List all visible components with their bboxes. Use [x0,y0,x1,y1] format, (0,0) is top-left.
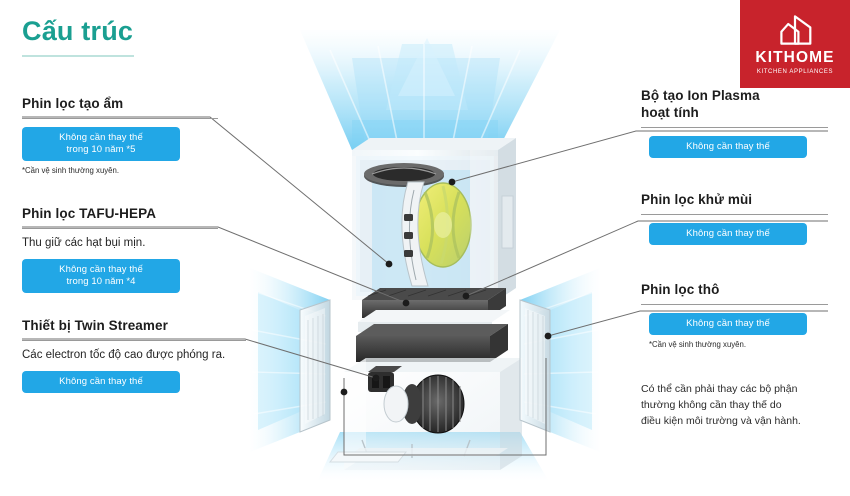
purifier-upper-housing [352,138,516,300]
tafu-hepa-filter [356,324,508,362]
callout-heading: Phin lọc tạo ẩm [22,96,124,111]
callout-coarse-filter: Phin lọc thô Không cần thay thế *Cần vệ … [641,282,828,349]
replacement-badge[interactable]: Không cần thay thế [649,135,807,158]
heading-underline [22,227,218,229]
house-icon [780,15,812,45]
callout-tafu-hepa-filter: Phin lọc TAFU-HEPA Thu giữ các hạt bụi m… [22,206,218,293]
replacement-badge[interactable]: Không cần thay thế trong 10 năm *5 [22,126,180,161]
heading-underline [641,213,828,215]
callout-note: *Cần vệ sinh thường xuyên. [649,339,747,349]
callout-description: Thu giữ các hạt bụi mịn. [22,236,146,249]
callout-heading: Phin lọc thô [641,282,720,297]
replacement-badge[interactable]: Không cần thay thế [22,370,180,393]
callout-deodorizing-filter: Phin lọc khử mùi Không cần thay thế [641,192,828,245]
heading-underline [641,303,828,305]
purifier-lower-housing [328,358,522,470]
callout-humidifying-filter: Phin lọc tạo ẩm Không cần thay thế trong… [22,96,218,175]
filter-stack [356,288,510,362]
callout-twin-streamer: Thiết bị Twin Streamer Các electron tốc … [22,318,246,393]
brand-logo: KITHOME KITCHEN APPLIANCES [740,0,850,88]
blower-fan [383,374,465,434]
replacement-badge[interactable]: Không cần thay thế [649,222,807,245]
callout-note: *Cần vệ sinh thường xuyên. [22,165,120,175]
callout-heading: Phin lọc TAFU-HEPA [22,206,157,221]
replacement-badge[interactable]: Không cần thay thế trong 10 năm *4 [22,258,180,293]
humidifier-filter [414,182,472,268]
deodorizing-filter [362,288,506,318]
heading-underline [22,339,246,341]
callout-description: Các electron tốc độ cao được phóng ra. [22,348,226,361]
title-underline [22,55,134,57]
callout-heading: Phin lọc khử mùi [641,192,753,207]
airflow-up [300,30,560,156]
general-footnote: Có thể cần phải thay các bộ phận thường … [641,383,801,427]
heading-underline [641,126,828,128]
replacement-badge[interactable]: Không cần thay thế [649,312,807,335]
airflow-sides [250,268,600,480]
callout-plasma-ion-generator: Bộ tạo Ion Plasma hoạt tính Không cần th… [641,88,828,158]
page-title: Cấu trúc [22,16,134,46]
logo-wordmark: KITHOME [755,49,835,67]
logo-tagline: KITCHEN APPLIANCES [756,68,834,75]
callout-heading: Thiết bị Twin Streamer [22,318,168,333]
callout-heading: Bộ tạo Ion Plasma hoạt tính [641,88,760,120]
pre-filter-panels [299,299,551,433]
twin-streamer-unit [368,366,402,392]
heading-underline [22,117,218,119]
